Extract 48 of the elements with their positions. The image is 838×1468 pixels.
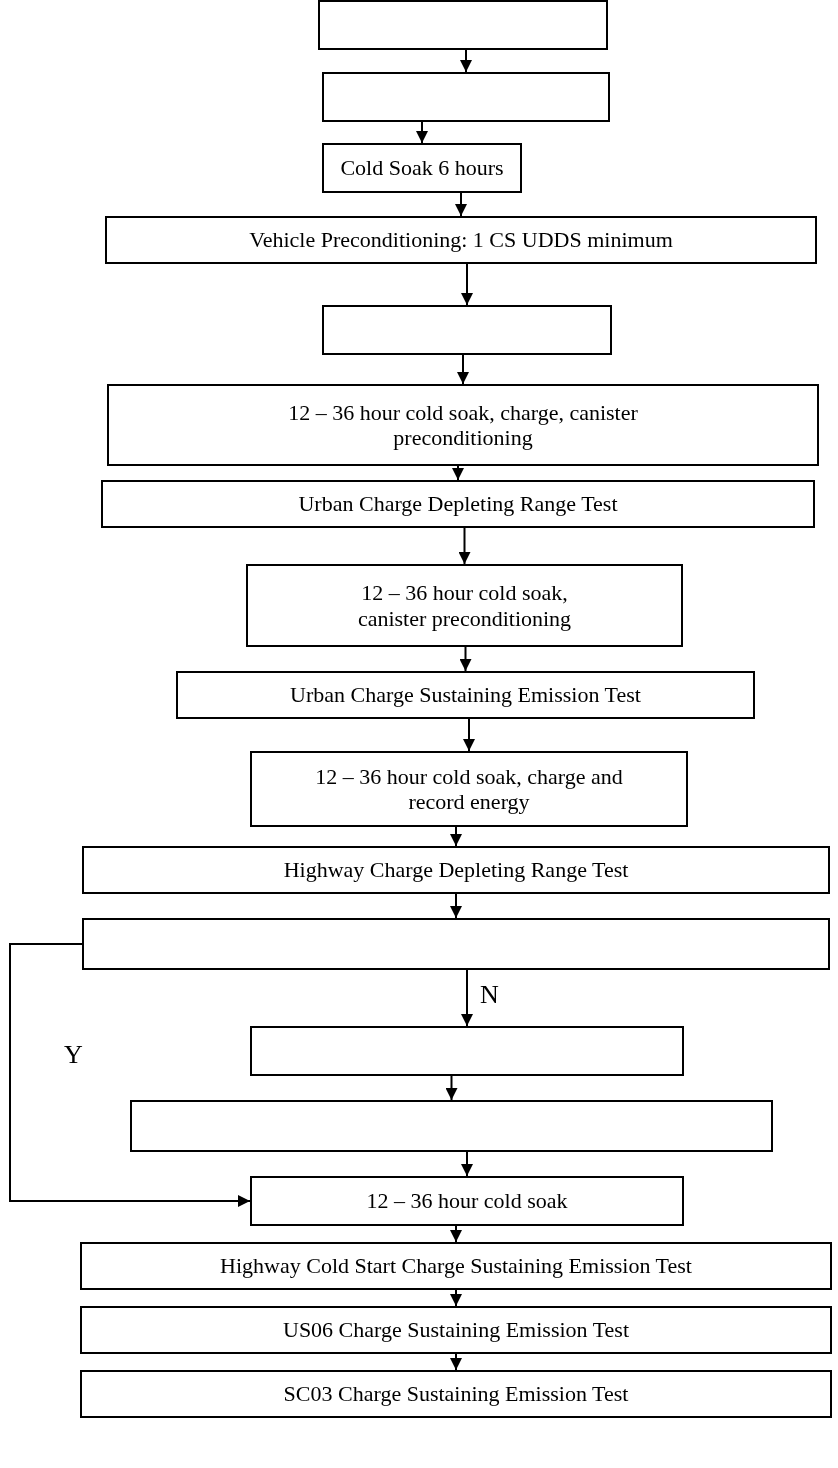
process-box bbox=[82, 846, 830, 894]
process-box bbox=[80, 1242, 832, 1290]
arrow bbox=[455, 192, 467, 217]
box-text: SC03 Charge Sustaining Emission Test bbox=[283, 1381, 629, 1407]
process-box bbox=[101, 480, 815, 528]
box-text: Urban Charge Depleting Range Test bbox=[298, 491, 618, 517]
arrow bbox=[416, 121, 428, 144]
box-text: 12 – 36 hour cold soak bbox=[366, 1188, 568, 1214]
box-text: 12 – 36 hour cold soak, canister preconditioning bbox=[356, 580, 573, 631]
arrow bbox=[9, 943, 251, 1207]
box-text: 12 – 36 hour cold soak, charge, canister preconditioning bbox=[287, 399, 639, 451]
process-box bbox=[107, 384, 819, 466]
box-text: Highway Charge Depleting Range Test bbox=[283, 857, 629, 883]
process-box bbox=[318, 0, 608, 50]
process-box bbox=[322, 305, 612, 355]
process-box bbox=[80, 1370, 832, 1418]
arrow bbox=[450, 1289, 462, 1307]
arrow bbox=[452, 465, 464, 481]
process-box bbox=[246, 564, 683, 647]
box-text: US06 Charge Sustaining Emission Test bbox=[283, 1317, 629, 1343]
arrow bbox=[450, 893, 462, 919]
arrow bbox=[457, 354, 469, 385]
process-box bbox=[250, 751, 688, 827]
process-box bbox=[130, 1100, 773, 1152]
arrow bbox=[461, 1151, 473, 1177]
box-text: Urban Charge Sustaining Emission Test bbox=[290, 682, 641, 708]
arrow bbox=[450, 1353, 462, 1371]
arrow bbox=[459, 646, 472, 672]
process-box bbox=[80, 1306, 832, 1354]
process-box bbox=[250, 1176, 684, 1226]
box-text: Cold Soak 6 hours bbox=[340, 155, 504, 181]
process-box bbox=[82, 918, 830, 970]
arrow bbox=[461, 263, 473, 306]
box-text: Vehicle Preconditioning: 1 CS UDDS minimum bbox=[249, 227, 673, 253]
box-text: Highway Cold Start Charge Sustaining Emission Test bbox=[220, 1253, 692, 1279]
process-box bbox=[322, 72, 610, 122]
process-box bbox=[176, 671, 755, 719]
process-box bbox=[322, 143, 522, 193]
process-box bbox=[105, 216, 817, 264]
process-box bbox=[250, 1026, 684, 1076]
arrow bbox=[458, 527, 471, 565]
arrow bbox=[460, 49, 472, 73]
arrow bbox=[461, 969, 473, 1027]
arrow bbox=[450, 826, 462, 847]
arrow bbox=[450, 1225, 462, 1243]
arrow bbox=[445, 1075, 458, 1101]
arrow bbox=[463, 718, 475, 752]
box-text: 12 – 36 hour cold soak, charge and record energy bbox=[314, 763, 624, 815]
